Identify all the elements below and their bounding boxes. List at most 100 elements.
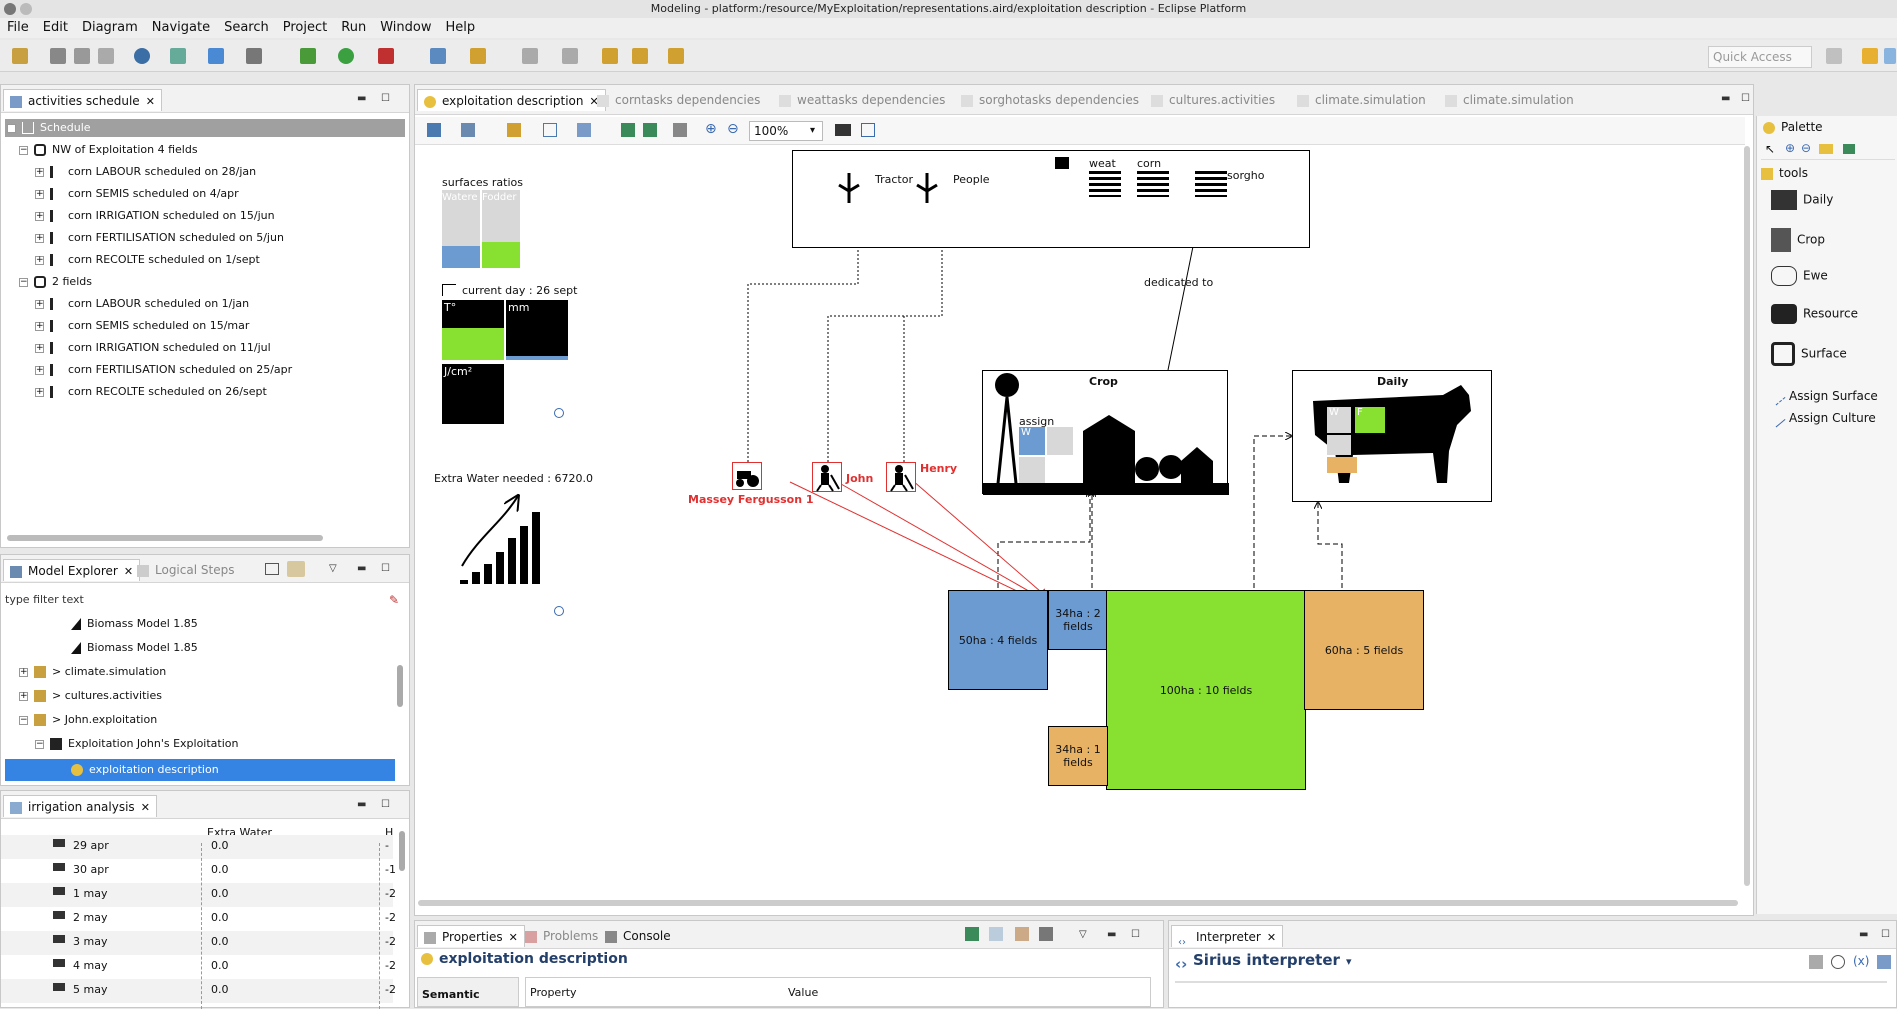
- menu-window[interactable]: Window: [380, 20, 432, 35]
- expand-icon[interactable]: +: [35, 232, 44, 243]
- tab-console[interactable]: Console: [599, 925, 677, 947]
- tree-item[interactable]: +corn LABOUR scheduled on 28/jan: [35, 163, 256, 181]
- close-icon[interactable]: ✕: [145, 95, 155, 108]
- tree-group-nw[interactable]: −NW of Exploitation 4 fields: [19, 141, 198, 159]
- view-menu-icon[interactable]: ▽: [1079, 929, 1087, 940]
- menu-edit[interactable]: Edit: [42, 20, 68, 35]
- maximize-icon[interactable]: ☐: [381, 563, 390, 574]
- globe-icon[interactable]: [134, 48, 150, 64]
- build-icon[interactable]: [246, 48, 262, 64]
- clear-icon[interactable]: [1809, 955, 1823, 969]
- menu-file[interactable]: File: [7, 20, 29, 35]
- field-34ha-2[interactable]: 34ha : 2 fields: [1048, 590, 1108, 650]
- tab-semantic[interactable]: Semantic: [417, 977, 519, 1007]
- zoom-out-icon[interactable]: ⊖: [727, 121, 739, 137]
- maximize-icon[interactable]: ☐: [381, 799, 390, 810]
- tree-item-biomass-2[interactable]: Biomass Model 1.85: [71, 639, 198, 657]
- restore-default-icon[interactable]: [1039, 927, 1053, 941]
- layers-icon[interactable]: [543, 123, 557, 137]
- tab-interpreter[interactable]: ‹›Interpreter✕: [1171, 925, 1284, 948]
- collapse-icon[interactable]: −: [19, 276, 28, 287]
- expression-area[interactable]: [1175, 981, 1887, 1007]
- tree-item-cultures[interactable]: +> cultures.activities: [19, 687, 162, 705]
- menu-help[interactable]: Help: [445, 20, 476, 35]
- tree-item[interactable]: +corn LABOUR scheduled on 1/jan: [35, 295, 249, 313]
- menu-run[interactable]: Run: [341, 20, 367, 35]
- menu-project[interactable]: Project: [282, 20, 328, 35]
- print-icon[interactable]: [98, 48, 114, 64]
- sorgho-culture-icon[interactable]: [1195, 171, 1227, 197]
- link-editor-icon[interactable]: [287, 561, 305, 577]
- horizontal-scrollbar[interactable]: [7, 535, 323, 541]
- forward-icon[interactable]: [668, 48, 684, 64]
- link-field-crop-1[interactable]: [997, 490, 1090, 588]
- tree-item-climate[interactable]: +> climate.simulation: [19, 663, 166, 681]
- daily-extra-cell[interactable]: [1327, 457, 1357, 473]
- close-window-icon[interactable]: [4, 3, 16, 15]
- search-icon[interactable]: [470, 48, 486, 64]
- diagram-view-icon[interactable]: [861, 123, 875, 137]
- weat-culture-icon[interactable]: [1089, 171, 1121, 197]
- expand-icon[interactable]: +: [35, 320, 44, 331]
- pin-view-icon[interactable]: [965, 927, 979, 941]
- tree-item[interactable]: +corn SEMIS scheduled on 15/mar: [35, 317, 249, 335]
- daily-node[interactable]: Daily W F: [1292, 370, 1492, 502]
- realtime-icon[interactable]: [1831, 955, 1845, 969]
- daily-fodder-cell[interactable]: F: [1355, 407, 1385, 433]
- tree-item[interactable]: +corn IRRIGATION scheduled on 11/jul: [35, 339, 271, 357]
- minimize-icon[interactable]: ▬: [1859, 929, 1869, 940]
- palette-item-assign-culture[interactable]: Assign Culture: [1768, 410, 1876, 428]
- assigned-water-cell[interactable]: W: [1019, 427, 1045, 455]
- filters-icon[interactable]: [577, 123, 591, 137]
- expand-icon[interactable]: +: [35, 210, 44, 221]
- tree-item-john[interactable]: −> John.exploitation: [19, 711, 157, 729]
- menu-search[interactable]: Search: [224, 20, 269, 35]
- assigned-empty-cell[interactable]: [1019, 457, 1045, 483]
- maximize-icon[interactable]: ☐: [1741, 93, 1750, 104]
- people-resource-icon[interactable]: [913, 171, 941, 205]
- palette-item-resource[interactable]: Resource: [1771, 304, 1858, 338]
- expand-icon[interactable]: +: [19, 690, 28, 701]
- run-icon[interactable]: [338, 48, 354, 64]
- palette-group-tools[interactable]: tools: [1761, 166, 1808, 180]
- collapse-all-icon[interactable]: [265, 563, 279, 575]
- water-ratio-bar[interactable]: Watere: [442, 190, 480, 268]
- note-tool-icon[interactable]: [1819, 144, 1833, 154]
- debug-icon[interactable]: [300, 48, 316, 64]
- daily-water-cell[interactable]: W: [1327, 407, 1351, 433]
- maximize-icon[interactable]: ☐: [381, 93, 390, 104]
- tab-climate-2[interactable]: climate.simulation: [1439, 89, 1580, 111]
- col-value[interactable]: Value: [788, 986, 819, 999]
- zoom-in-icon[interactable]: ⊕: [705, 121, 717, 137]
- pin-icon[interactable]: [621, 123, 635, 137]
- palette-item-surface[interactable]: Surface: [1771, 342, 1847, 376]
- collapse-icon[interactable]: −: [7, 122, 16, 133]
- unpin-icon[interactable]: [643, 123, 657, 137]
- filter-input[interactable]: type filter text: [5, 593, 84, 606]
- radiation-gauge[interactable]: J/cm²: [442, 364, 504, 424]
- camera-icon[interactable]: [835, 124, 851, 136]
- expand-icon[interactable]: +: [35, 364, 44, 375]
- java-perspective-icon[interactable]: [1862, 48, 1878, 64]
- tractor-resource-icon[interactable]: [835, 171, 863, 205]
- tree-root-schedule[interactable]: −Schedule: [5, 119, 405, 137]
- col-property[interactable]: Property: [530, 986, 577, 999]
- zoom-select[interactable]: 100%▾: [749, 121, 823, 141]
- horizontal-scrollbar[interactable]: [418, 900, 1738, 906]
- minimize-icon[interactable]: ▬: [1107, 929, 1117, 940]
- variables-icon[interactable]: (x): [1853, 954, 1870, 968]
- categories-icon[interactable]: [989, 927, 1003, 941]
- select-icon[interactable]: [461, 123, 475, 137]
- delete-icon[interactable]: [673, 123, 687, 137]
- massey-resource-node[interactable]: [732, 462, 762, 490]
- field-34ha-1[interactable]: 34ha : 1 fields: [1048, 726, 1108, 786]
- link-field-daily-2[interactable]: [1318, 502, 1343, 588]
- back-icon[interactable]: [602, 48, 618, 64]
- col-h[interactable]: H: [385, 826, 394, 839]
- minimize-icon[interactable]: ▬: [357, 93, 367, 104]
- interpreter-title[interactable]: ‹›Sirius interpreter▾: [1175, 951, 1351, 973]
